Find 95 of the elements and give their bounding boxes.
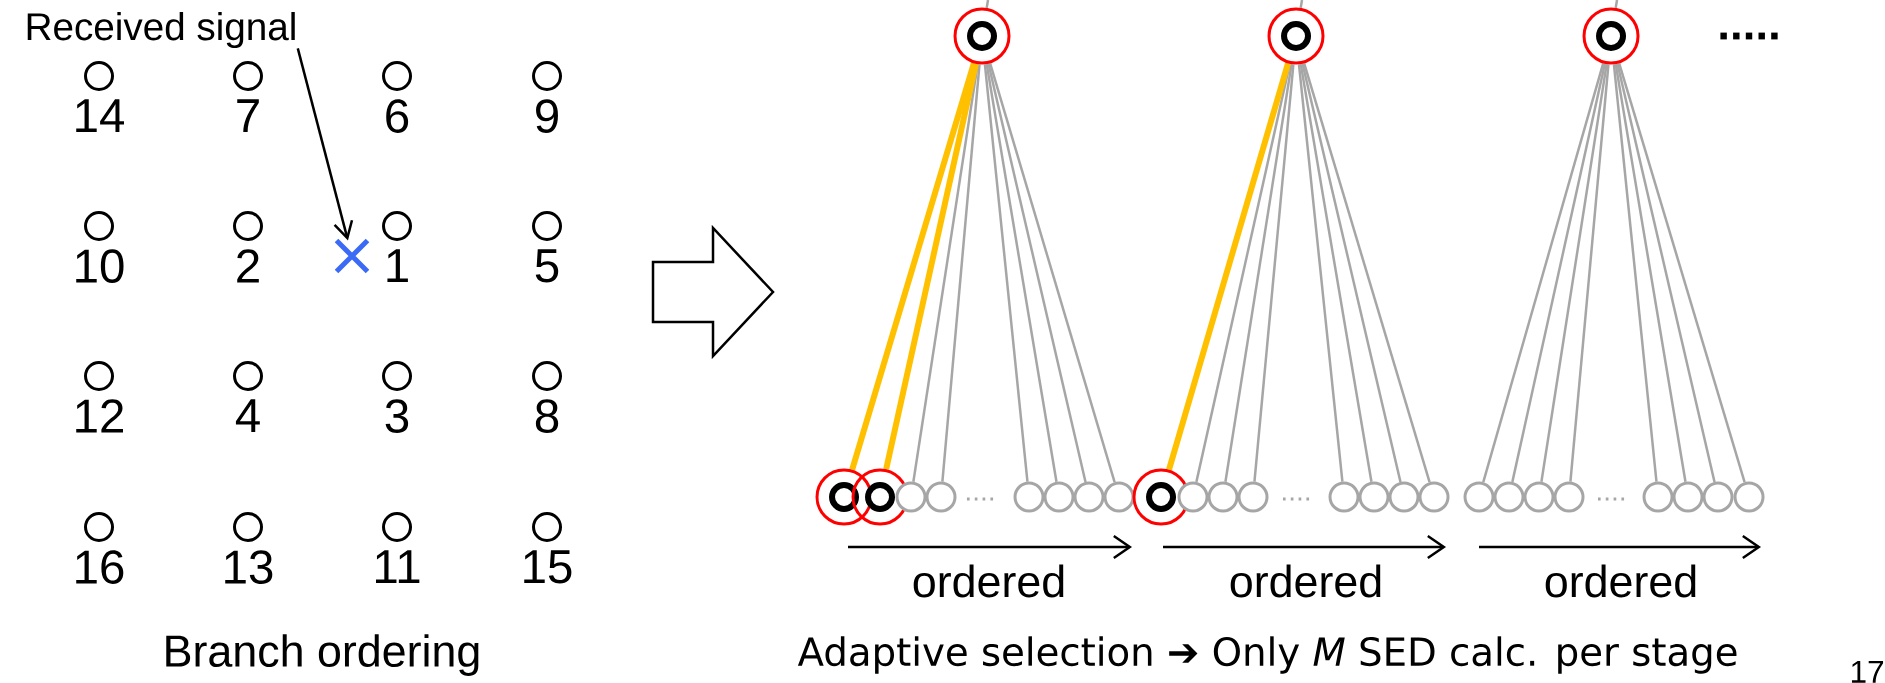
tree-branch: [1612, 64, 1658, 482]
node-label: 1: [387, 249, 408, 282]
constellation-point: 16: [76, 512, 124, 584]
tree-node: [1358, 481, 1390, 513]
node-label: 12: [76, 399, 123, 433]
arrow: [296, 48, 354, 241]
tree-node: [1013, 481, 1045, 513]
tree-branch: [1511, 63, 1607, 483]
node-label: 14: [76, 99, 124, 132]
tree-node: [1073, 481, 1105, 513]
tree-branch: [983, 64, 1029, 482]
axis-label: ordered: [1545, 564, 1696, 598]
tree-node: [925, 481, 957, 513]
constellation-point: 15: [524, 512, 572, 584]
node-label: 7: [237, 99, 259, 132]
tree-node: [1418, 481, 1450, 513]
tree-node: [1702, 481, 1734, 513]
ellipsis: .....: [1720, 32, 1778, 40]
node-label: 8: [535, 399, 559, 433]
tree-branch: [1297, 64, 1344, 482]
tree-node: [1553, 481, 1585, 513]
node-label: 16: [76, 550, 124, 584]
constellation-point: 14: [76, 61, 124, 132]
tree-branch: [1299, 0, 1304, 9]
tree-branch: [1618, 62, 1746, 483]
tree-branch: [1616, 63, 1716, 483]
tree-branch: [1303, 62, 1431, 483]
caption: Branch ordering: [166, 634, 479, 676]
tree-branch: [1540, 63, 1608, 482]
constellation-point: 1: [382, 211, 412, 282]
node-label: 11: [376, 550, 420, 583]
tree-node: [1328, 481, 1360, 513]
constellation-point: 8: [532, 361, 562, 433]
tree-branch: [1482, 63, 1605, 483]
tree-branch: [1614, 63, 1687, 482]
selected-node: [815, 468, 873, 526]
tree-node: [895, 481, 927, 513]
constellation-point: 9: [532, 61, 562, 133]
tree-node: [1043, 481, 1075, 513]
tree-branch: [987, 63, 1087, 483]
node-label: 10: [76, 249, 124, 283]
page-number: 17: [1851, 660, 1884, 683]
callout-text: Received signal: [27, 11, 295, 48]
tree-branch: [1614, 0, 1619, 9]
constellation-point: 3: [382, 361, 412, 433]
constellation-point: 4: [233, 361, 263, 432]
tree-branch: [849, 62, 977, 471]
constellation-point: 13: [225, 512, 273, 584]
tree-branch: [985, 63, 1058, 482]
node-label: 4: [235, 399, 260, 432]
node-label: 6: [386, 99, 409, 133]
tree-branch: [1569, 64, 1610, 482]
tree-node: [1493, 481, 1525, 513]
tree-node: [1237, 481, 1269, 513]
tree-node: [1672, 481, 1704, 513]
tree-branch: [883, 63, 979, 470]
ellipsis: ....: [966, 497, 994, 501]
tree-branch: [985, 0, 990, 9]
axis-label: ordered: [1230, 564, 1381, 598]
node-label: 13: [225, 550, 273, 584]
tree-branch: [1224, 63, 1293, 482]
tree-node: [1177, 481, 1209, 513]
node-label: 5: [535, 249, 559, 283]
node-label: 9: [536, 99, 558, 133]
constellation-point: 12: [76, 361, 123, 433]
ellipsis: ....: [1597, 497, 1625, 501]
tree-node: [1642, 481, 1674, 513]
tree-node: [1388, 481, 1420, 513]
constellation-point: 11: [376, 512, 420, 583]
constellation-point: 2: [233, 211, 263, 283]
caption: Adaptive selection ➔ Only M SED calc. per stage: [797, 636, 1737, 674]
node-label: 15: [524, 550, 572, 584]
tree-branch: [1166, 62, 1291, 471]
tree-node: [1207, 481, 1239, 513]
constellation-point: 10: [76, 211, 124, 283]
tree-branch: [988, 62, 1116, 483]
constellation-point: 5: [532, 211, 562, 283]
selected-node: [953, 7, 1011, 65]
tree-branch: [1253, 64, 1295, 482]
tree-node: [1523, 481, 1555, 513]
tree-branch: [941, 64, 981, 482]
selected-node: [1582, 7, 1640, 65]
cross-mark: [334, 238, 370, 274]
node-label: 2: [237, 249, 259, 283]
tree-branch: [1299, 63, 1373, 482]
ellipsis: ....: [1282, 497, 1310, 501]
axis-label: ordered: [913, 564, 1064, 598]
tree-node: [1463, 481, 1495, 513]
tree-node: [1733, 481, 1765, 513]
tree-node: [1103, 481, 1135, 513]
constellation-point: 6: [382, 61, 412, 133]
tree-branch: [1301, 63, 1402, 483]
constellation-point: 7: [233, 61, 263, 132]
node-label: 3: [385, 399, 409, 433]
selected-node: [1267, 7, 1325, 65]
